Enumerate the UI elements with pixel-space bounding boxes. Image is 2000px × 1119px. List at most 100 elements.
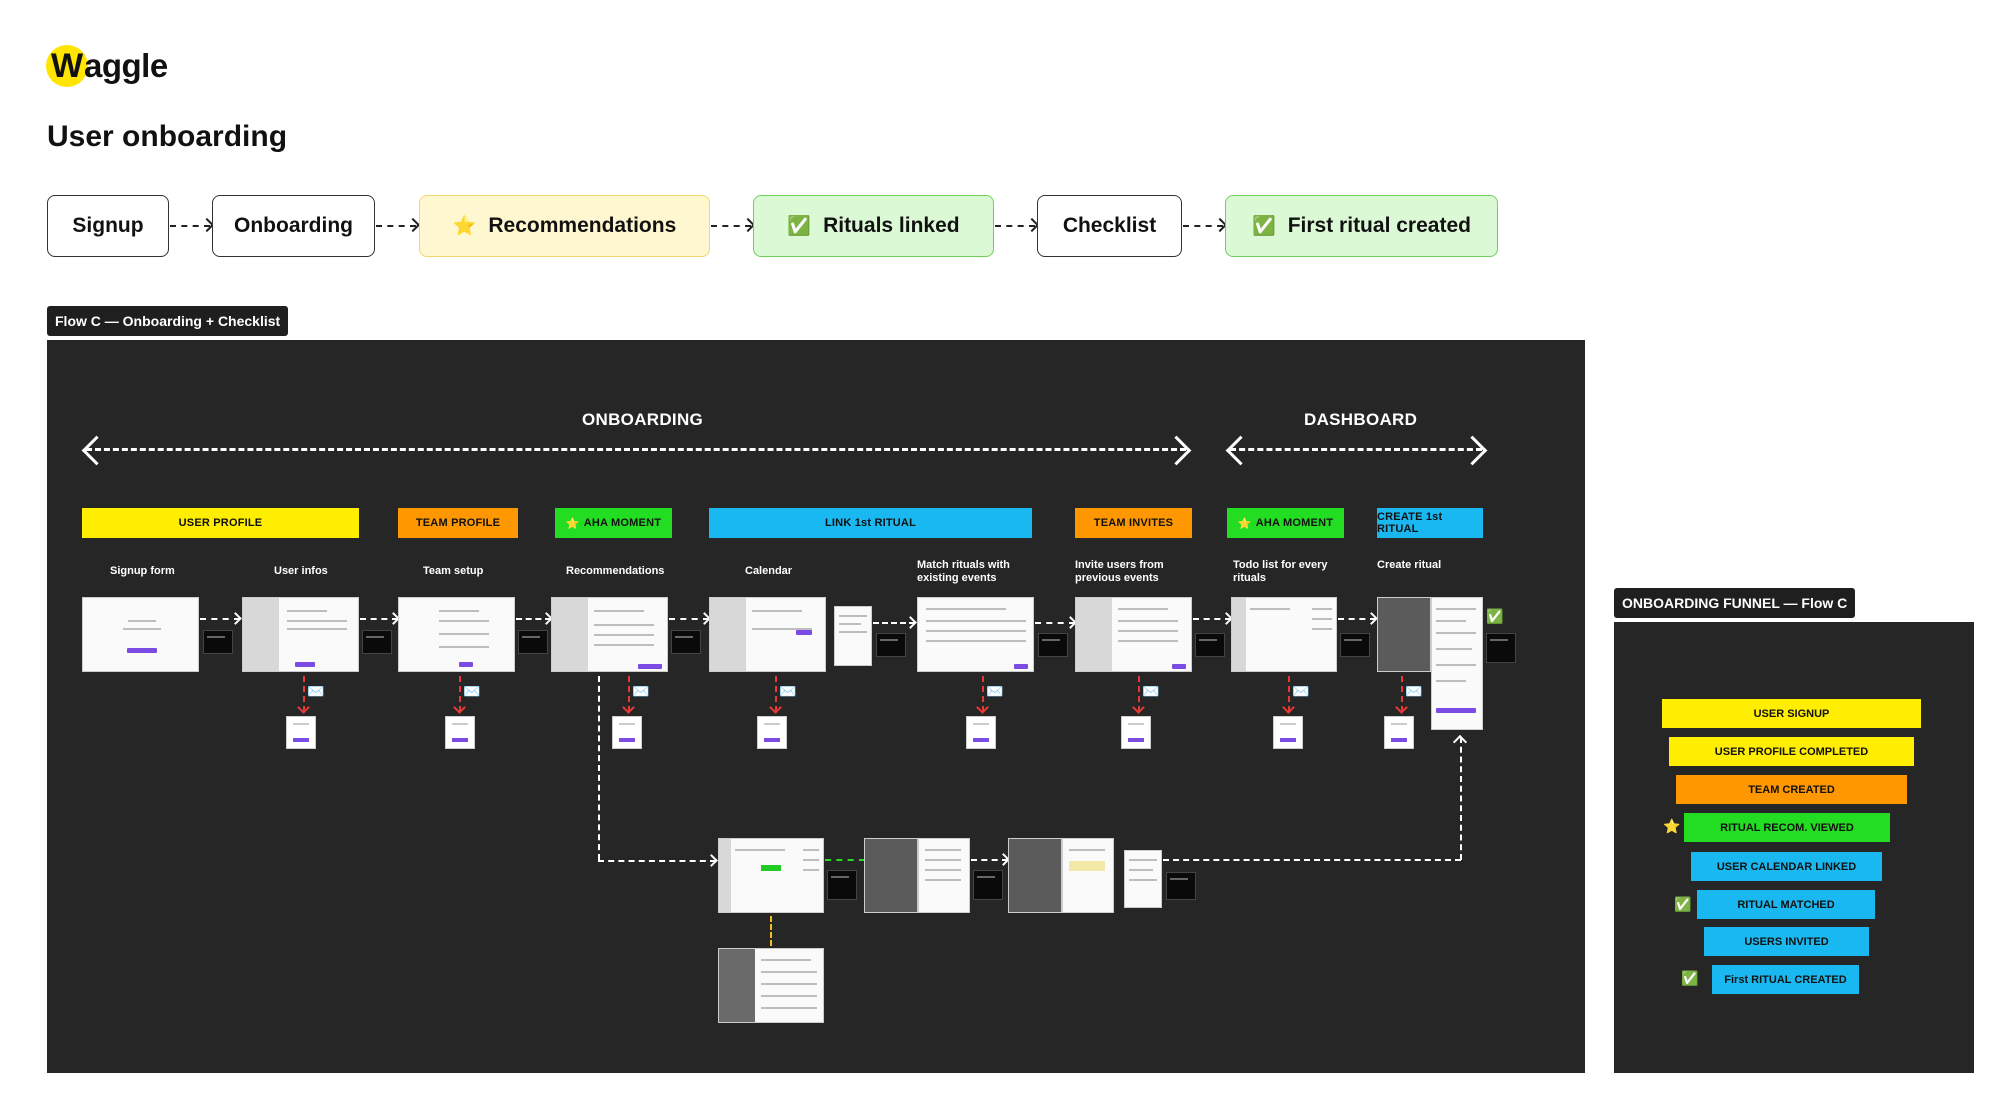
screen-thumbnail — [709, 597, 826, 672]
annotation-note — [1195, 633, 1225, 657]
screen-label: Signup form — [110, 565, 175, 577]
step-label: First ritual created — [1287, 214, 1471, 237]
flow-arrow — [170, 225, 210, 229]
envelope-icon: ✉️ — [986, 683, 1004, 699]
phase-aha-moment: ⭐ AHA MOMENT — [555, 508, 672, 538]
return-line — [1163, 859, 1461, 861]
modal-thumbnail — [1124, 850, 1162, 908]
section-dashboard: DASHBOARD — [1304, 410, 1418, 429]
check-icon: ✅ — [1486, 608, 1504, 624]
step-rituals-linked: ✅ Rituals linked — [753, 195, 994, 257]
step-label: Rituals linked — [823, 214, 960, 237]
email-thumbnail — [1121, 716, 1151, 749]
phase-aha-moment-2: ⭐ AHA MOMENT — [1227, 508, 1344, 538]
annotation-note — [1038, 633, 1068, 657]
phase-label: AHA MOMENT — [1255, 517, 1334, 529]
screen-thumbnail — [917, 597, 1034, 672]
phase-label: CREATE 1st RITUAL — [1377, 511, 1443, 535]
phase-label: TEAM PROFILE — [415, 517, 501, 529]
funnel-step-label: USER SIGNUP — [1753, 707, 1830, 720]
annotation-note — [671, 630, 701, 654]
screen-thumbnail — [1008, 838, 1062, 913]
funnel-panel — [1614, 622, 1974, 1073]
screen-thumbnail — [398, 597, 515, 672]
annotation-note — [1166, 872, 1196, 900]
annotation-note — [1486, 633, 1516, 663]
screen-label: Todo list for every rituals — [1233, 559, 1328, 584]
screen-label: Team setup — [423, 565, 484, 577]
step-label: Checklist — [1062, 214, 1157, 237]
email-arrow — [628, 676, 630, 712]
envelope-icon: ✉️ — [632, 683, 650, 699]
check-icon: ✅ — [1681, 970, 1699, 986]
flow-arrow — [995, 225, 1035, 229]
email-thumbnail — [445, 716, 475, 749]
annotation-note — [1340, 633, 1370, 657]
email-arrow — [982, 676, 984, 712]
success-arrow — [825, 859, 865, 861]
funnel-step-team-created: TEAM CREATED — [1676, 775, 1907, 804]
check-icon: ✅ — [787, 216, 812, 237]
annotation-note — [876, 633, 906, 657]
funnel-step-label: First RITUAL CREATED — [1724, 973, 1847, 986]
envelope-icon: ✉️ — [1142, 683, 1160, 699]
flow-arrow — [516, 618, 551, 620]
annotation-note — [203, 630, 233, 654]
email-thumbnail — [966, 716, 996, 749]
envelope-icon: ✉️ — [1405, 683, 1423, 699]
onboarding-range-line — [86, 448, 1186, 451]
screen-thumbnail — [918, 838, 970, 913]
email-arrow — [303, 676, 305, 712]
branch-line — [598, 676, 600, 860]
screen-thumbnail — [1062, 838, 1114, 913]
screen-thumbnail — [864, 838, 918, 913]
phase-label: TEAM INVITES — [1093, 517, 1174, 529]
funnel-tag: ONBOARDING FUNNEL — Flow C — [1614, 588, 1856, 618]
flow-arrow — [711, 225, 751, 229]
screen-label: User infos — [274, 565, 328, 577]
funnel-step-ritual-matched: RITUAL MATCHED — [1697, 890, 1875, 919]
envelope-icon: ✉️ — [463, 683, 481, 699]
screen-thumbnail — [242, 597, 359, 672]
funnel-step-label: RITUAL MATCHED — [1737, 898, 1835, 911]
star-icon: ⭐ — [1663, 818, 1681, 834]
annotation-note — [362, 630, 392, 654]
phase-team-profile: TEAM PROFILE — [398, 508, 518, 538]
email-arrow — [775, 676, 777, 712]
screen-label: Calendar — [745, 565, 793, 577]
step-recommendations: ⭐ Recommendations — [419, 195, 710, 257]
email-arrow — [1288, 676, 1290, 712]
dashboard-range-line — [1230, 448, 1482, 451]
email-arrow — [1401, 676, 1403, 712]
envelope-icon: ✉️ — [779, 683, 797, 699]
screen-thumbnail — [1075, 597, 1192, 672]
funnel-step-label: TEAM CREATED — [1748, 783, 1835, 796]
step-label: Recommendations — [488, 214, 677, 237]
phase-label: AHA MOMENT — [583, 517, 662, 529]
step-first-ritual-created: ✅ First ritual created — [1225, 195, 1498, 257]
screen-label: Match rituals with existing events — [917, 559, 1010, 584]
check-icon: ✅ — [1674, 896, 1692, 912]
envelope-icon: ✉️ — [307, 683, 325, 699]
step-checklist: Checklist — [1037, 195, 1182, 257]
envelope-icon: ✉️ — [1292, 683, 1310, 699]
funnel-step-ritual-recom-viewed: RITUAL RECOM. VIEWED — [1684, 813, 1890, 842]
email-arrow — [459, 676, 461, 712]
step-label: Signup — [72, 214, 144, 237]
flow-arrow — [376, 225, 416, 229]
email-thumbnail — [286, 716, 316, 749]
email-thumbnail — [1273, 716, 1303, 749]
funnel-step-label: USER PROFILE COMPLETED — [1714, 745, 1869, 758]
phase-user-profile: USER PROFILE — [82, 508, 359, 538]
flow-arrow — [360, 618, 398, 620]
flow-arrow — [598, 860, 716, 862]
phase-team-invites: TEAM INVITES — [1075, 508, 1192, 538]
star-icon: ⭐ — [1237, 517, 1252, 530]
annotation-note — [827, 870, 857, 900]
flow-arrow — [873, 622, 915, 624]
phase-create-ritual: CREATE 1st RITUAL — [1377, 508, 1483, 538]
star-icon: ⭐ — [452, 216, 477, 237]
page-title: User onboarding — [47, 120, 288, 153]
screen-thumbnail — [1377, 597, 1431, 672]
funnel-step-label: USER CALENDAR LINKED — [1716, 860, 1857, 873]
